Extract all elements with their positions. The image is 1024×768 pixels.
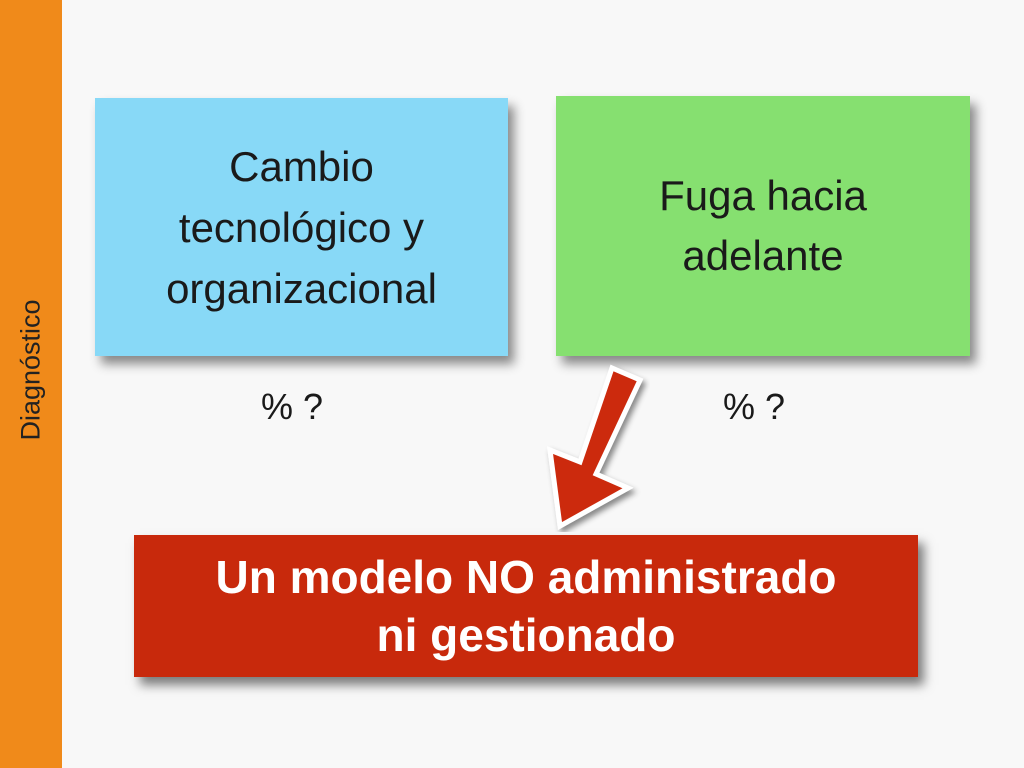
box-technological-change: Cambio tecnológico y organizacional (95, 98, 508, 356)
result-line: Un modelo NO administrado (215, 551, 837, 603)
box-technological-change-line: tecnológico y (178, 203, 425, 251)
result-line: ni gestionado (376, 609, 676, 661)
box-technological-change-text: Cambio tecnológico y organizacional (166, 136, 437, 319)
box-technological-change-line: organizacional (166, 264, 437, 312)
box-flight-forward-text: Fuga hacia adelante (659, 166, 867, 286)
percent-left: % ? (261, 386, 324, 427)
result-box: Un modelo NO administrado ni gestionado (134, 535, 918, 677)
percent-right: % ? (723, 386, 786, 427)
box-technological-change-line: Cambio (229, 142, 374, 190)
arrow-shape (546, 364, 644, 530)
box-flight-forward-line: adelante (682, 232, 844, 279)
result-text: Un modelo NO administrado ni gestionado (215, 548, 836, 664)
box-flight-forward-line: Fuga hacia (659, 172, 867, 219)
arrow-down-left-icon (546, 364, 644, 530)
box-flight-forward: Fuga hacia adelante (556, 96, 970, 356)
sidebar-bar: Diagnóstico (0, 0, 62, 768)
sidebar-label: Diagnóstico (15, 299, 46, 441)
